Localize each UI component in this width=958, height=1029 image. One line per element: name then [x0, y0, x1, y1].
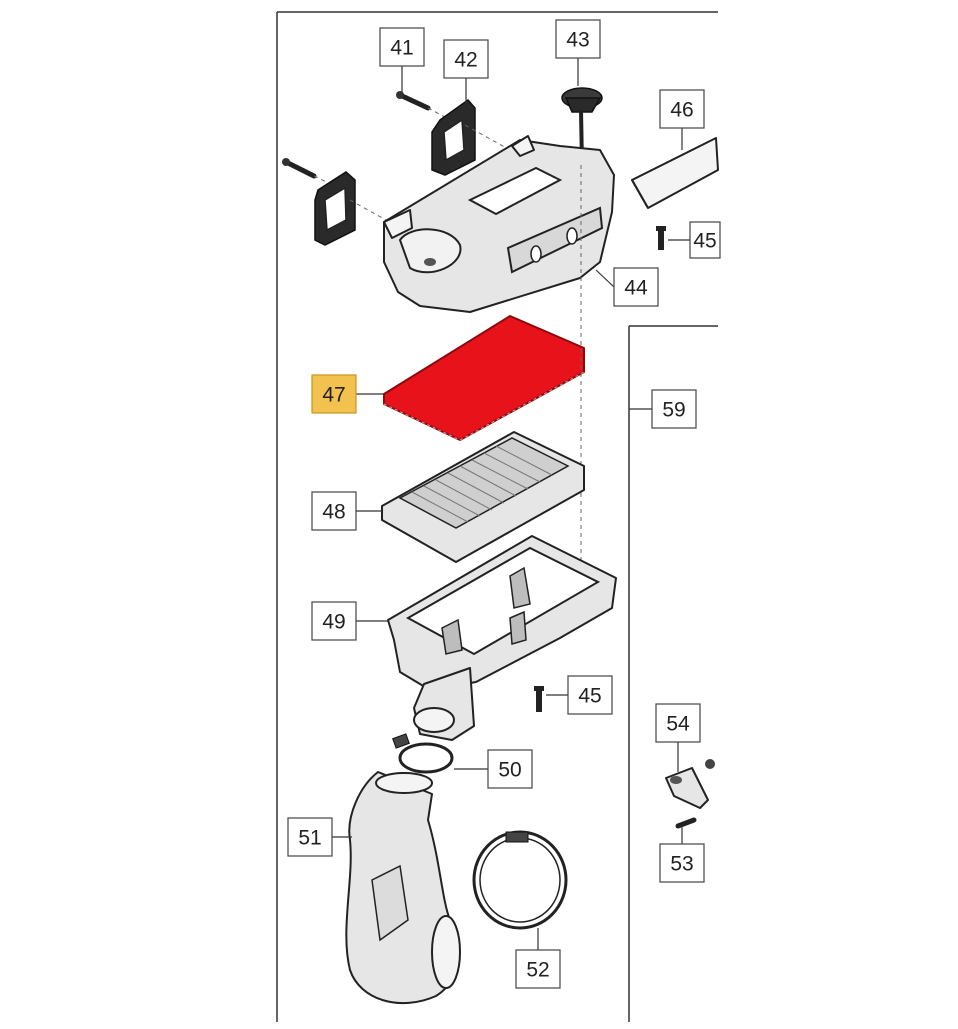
- callout-number: 59: [662, 399, 685, 422]
- pin-45-top-part: [656, 226, 666, 250]
- callout-number: 47: [322, 384, 345, 407]
- callout-box: [311, 491, 357, 531]
- pin-45-mid-part: [534, 686, 544, 712]
- callout-43: 43: [555, 19, 601, 86]
- callout-47: 47: [311, 374, 384, 414]
- filter-element-48-part: [381, 431, 585, 563]
- clamp-50-part: [392, 733, 454, 774]
- callout-number: 51: [298, 827, 321, 850]
- callout-53: 53: [659, 826, 705, 883]
- callout-box: [651, 389, 697, 429]
- screw-53-part: [675, 817, 697, 829]
- callout-number: 43: [566, 29, 589, 52]
- callouts: 41 42 43 46 45 44 47 59 48 49 45 54 50 51 53 52: [287, 19, 721, 989]
- callout-number: 48: [322, 501, 345, 524]
- callout-box: [655, 703, 701, 743]
- callout-box: [443, 39, 489, 79]
- bracket-left-part: [314, 171, 396, 246]
- hose-46-part: [631, 137, 719, 209]
- air-filter-cover-44-part: [383, 135, 615, 313]
- knob-43-part: [561, 87, 603, 166]
- callout-45: 45: [546, 675, 613, 715]
- callout-number: 45: [578, 685, 601, 708]
- callout-number: 50: [498, 759, 521, 782]
- callout-number: 52: [526, 959, 549, 982]
- callout-box: [311, 601, 357, 641]
- clamp-52-part: [472, 830, 568, 930]
- callout-leader-line: [595, 269, 615, 288]
- callout-number: 49: [322, 611, 345, 634]
- callout-49: 49: [311, 601, 388, 641]
- callout-52: 52: [515, 928, 561, 989]
- callout-46: 46: [659, 89, 705, 150]
- callout-box: [379, 27, 425, 67]
- screw-left-part: [282, 158, 336, 187]
- callout-54: 54: [655, 703, 701, 772]
- callout-box: [515, 949, 561, 989]
- callout-box: [659, 89, 705, 129]
- bracket-54-part: [665, 759, 715, 809]
- callout-48: 48: [311, 491, 382, 531]
- callout-number: 54: [666, 713, 690, 736]
- intake-hose-51-part: [345, 771, 461, 1005]
- callout-box: [487, 749, 533, 789]
- callout-41: 41: [379, 27, 425, 92]
- callout-number: 53: [670, 853, 693, 876]
- callout-box: [311, 374, 357, 414]
- callout-box: [567, 675, 613, 715]
- callout-42: 42: [443, 39, 489, 104]
- callout-box: [659, 843, 705, 883]
- callout-59: 59: [629, 389, 697, 429]
- callout-50: 50: [454, 749, 533, 789]
- callout-44: 44: [595, 267, 659, 307]
- callout-45: 45: [668, 221, 721, 259]
- callout-box: [555, 19, 601, 59]
- callout-box: [613, 267, 659, 307]
- callout-number: 45: [693, 230, 716, 253]
- callout-number: 42: [454, 49, 477, 72]
- diagram-frame: [276, 11, 718, 1022]
- filter-47-part: [383, 315, 585, 441]
- callout-box: [287, 817, 333, 857]
- callout-51: 51: [287, 817, 352, 857]
- callout-number: 41: [390, 37, 413, 60]
- callout-number: 44: [624, 277, 648, 300]
- callout-number: 46: [670, 99, 693, 122]
- callout-box: [689, 221, 721, 259]
- bracket-42-part: [431, 98, 511, 176]
- air-filter-housing-49-part: [387, 535, 617, 741]
